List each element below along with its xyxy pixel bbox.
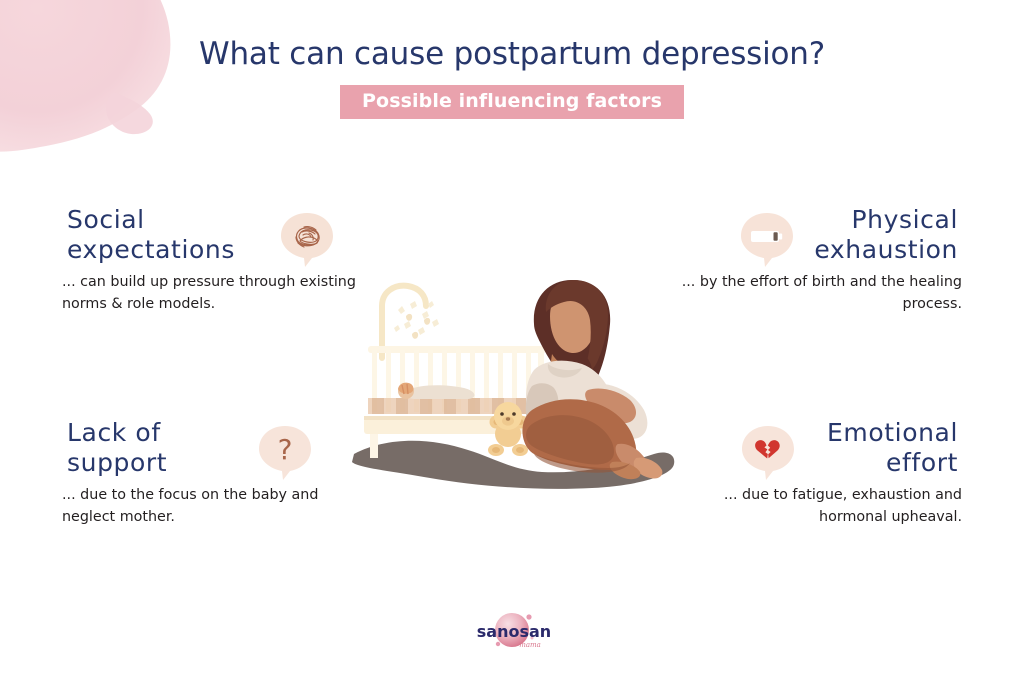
factor-social-expectations: Social expectations ... can build up pre… — [62, 205, 362, 315]
page-title: What can cause postpartum depression? — [199, 36, 825, 72]
heading-line-1: Emotional — [827, 418, 958, 447]
factor-heading: Lack of support — [62, 418, 362, 480]
heading-line-1: Physical — [851, 205, 958, 234]
banner-wrapper: Possible influencing factors — [0, 85, 1024, 119]
factor-heading-text: Emotional effort — [662, 418, 962, 477]
heading-line-2: effort — [886, 447, 958, 477]
factor-body-text: ... due to the focus on the baby and neg… — [62, 487, 319, 525]
teddy-bear — [488, 402, 528, 456]
svg-text:?: ? — [278, 433, 293, 466]
factor-body-text: ... can build up pressure through existi… — [62, 274, 356, 312]
factor-heading-text: Physical exhaustion — [662, 205, 962, 264]
factor-emotional-effort: Emotional effort ... due to fatigue, exh… — [662, 418, 962, 528]
baby-sleeping — [398, 382, 475, 399]
logo-sub-text: mama — [519, 641, 541, 649]
mother-sitting-beside-crib-illustration — [352, 280, 675, 489]
factor-heading: Physical exhaustion — [662, 205, 962, 267]
logo-brand-text: sanosan — [477, 622, 551, 641]
crib — [364, 346, 550, 458]
heading-line-1: Lack of — [67, 418, 161, 447]
low-battery-icon — [738, 211, 796, 269]
heading-line-2: support — [67, 447, 168, 477]
factor-heading: Emotional effort — [662, 418, 962, 480]
factor-heading: Social expectations — [62, 205, 362, 267]
heading-line-2: exhaustion — [814, 234, 958, 264]
factor-body-text: ... by the effort of birth and the heali… — [681, 274, 962, 312]
sanosan-mama-logo: sanosan mama — [477, 613, 551, 649]
factor-heading-text: Lack of support — [62, 418, 362, 477]
scribble-tangle-icon — [278, 211, 336, 269]
factor-heading-text: Social expectations — [62, 205, 362, 264]
subtitle-banner: Possible influencing factors — [340, 85, 684, 119]
heading-line-1: Social — [67, 205, 145, 234]
crib-mobile — [379, 282, 439, 361]
broken-heart-icon — [739, 424, 797, 482]
factor-physical-exhaustion: Physical exhaustion ... by the effort of… — [662, 205, 962, 315]
question-mark-icon: ? — [256, 424, 314, 482]
sitting-woman — [522, 280, 663, 480]
factor-body-text: ... due to fatigue, exhaustion and hormo… — [723, 487, 962, 525]
factor-lack-of-support: Lack of support ... due to the focus on … — [62, 418, 362, 528]
heading-line-2: expectations — [67, 234, 235, 264]
